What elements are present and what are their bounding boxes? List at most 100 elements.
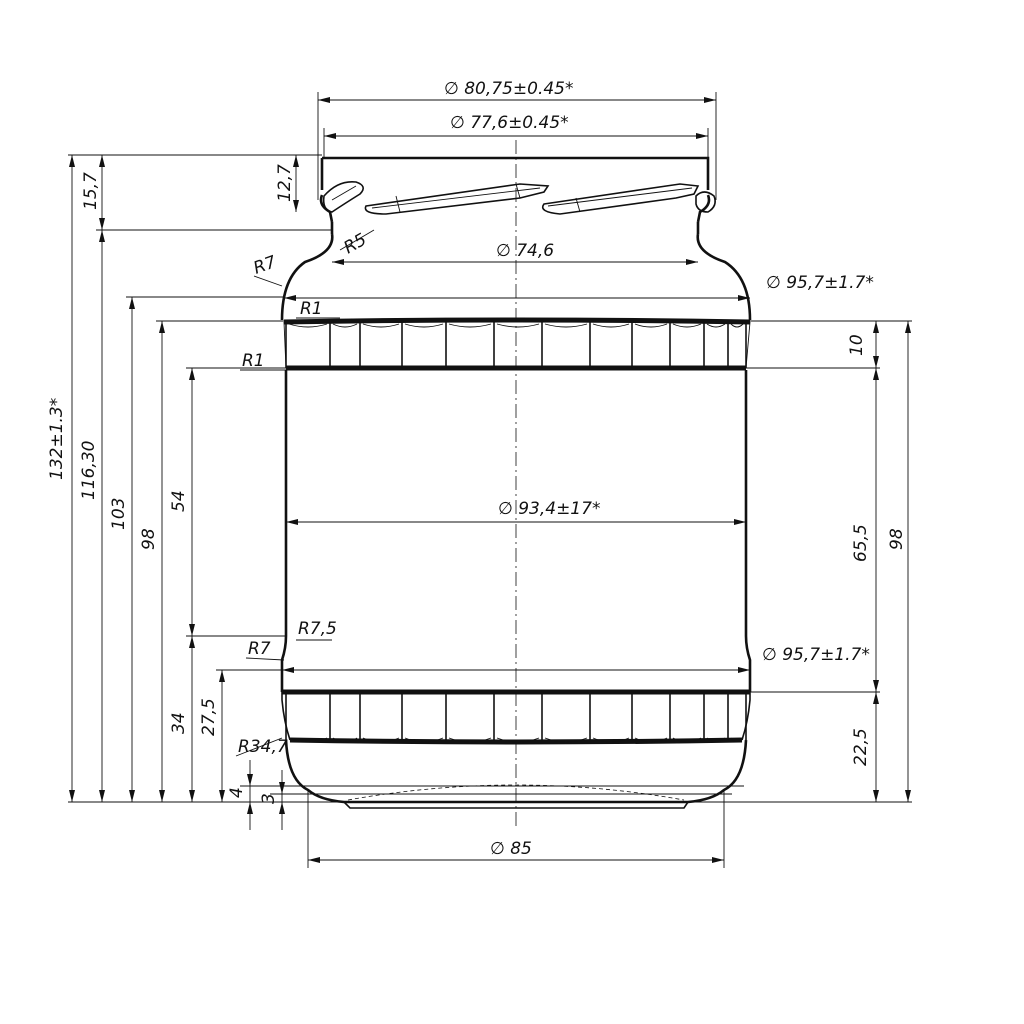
dim-height-total: 132±1.3* <box>47 398 67 480</box>
upper-band-scallop <box>706 323 726 328</box>
dim-height-103: 103 <box>109 498 129 530</box>
arrowhead <box>189 624 195 636</box>
arrowhead <box>159 790 165 802</box>
radius-top-band: R1 <box>300 299 323 319</box>
upper-band-scallop <box>404 323 444 328</box>
upper-band <box>283 317 751 371</box>
arrowhead <box>129 297 135 309</box>
dim-finish-height: 15,7 <box>81 172 101 210</box>
arrowhead <box>293 155 299 167</box>
arrowhead <box>332 259 344 265</box>
arrowhead <box>99 155 105 167</box>
dim-thread-diameter: ∅ 77,6±0.45* <box>450 113 569 133</box>
arrowhead <box>159 321 165 333</box>
lower-band-scallop <box>706 737 726 743</box>
dim-thread-height: 12,7 <box>275 164 295 202</box>
dim-height-98-right: 98 <box>887 528 907 550</box>
upper-band-scallop <box>288 323 328 328</box>
radius-neck: R5 <box>341 230 371 259</box>
lower-band-scallop <box>496 737 540 743</box>
arrowhead <box>69 790 75 802</box>
upper-band-scallop <box>672 323 702 328</box>
dim-outer-finish: ∅ 80,75±0.45* <box>444 79 573 99</box>
lower-band-scallop <box>592 737 630 743</box>
arrowhead <box>686 259 698 265</box>
lower-band-scallop <box>362 737 400 743</box>
lower-band-scallop <box>730 737 744 743</box>
arrowhead <box>219 790 225 802</box>
arrowhead <box>99 790 105 802</box>
dim-band-top: 10 <box>847 334 867 356</box>
arrowhead <box>738 667 750 673</box>
lower-band-scallop <box>672 737 702 743</box>
radius-leaders <box>235 229 375 757</box>
upper-band-scallop <box>332 323 358 328</box>
arrowhead <box>282 667 294 673</box>
arrowhead <box>696 133 708 139</box>
arrowhead <box>873 692 879 704</box>
dim-height-3: 3 <box>259 793 279 804</box>
arrowhead <box>286 519 298 525</box>
dim-shoulder-top: ∅ 95,7±1.7* <box>766 273 874 293</box>
radius-lower-shoulder: R7 <box>248 639 271 659</box>
arrowhead <box>69 155 75 167</box>
arrowhead <box>293 200 299 212</box>
upper-band-scallop <box>592 323 630 328</box>
radius-shoulder: R7 <box>251 252 279 279</box>
dim-height-4: 4 <box>227 787 247 798</box>
arrowhead <box>308 857 320 863</box>
arrowhead <box>734 519 746 525</box>
arrowhead <box>219 670 225 682</box>
radius-lower-panel: R7,5 <box>298 619 337 639</box>
lower-band-scallop <box>448 737 492 743</box>
thread-lugs <box>322 180 716 215</box>
dim-height-98-left: 98 <box>139 528 159 550</box>
arrowhead <box>324 133 336 139</box>
dim-height-27: 27,5 <box>199 698 219 736</box>
arrowhead <box>873 321 879 333</box>
lower-band-scallop <box>288 737 328 743</box>
arrowhead <box>247 802 253 814</box>
arrowhead <box>738 295 750 301</box>
upper-band-scallop <box>544 323 588 328</box>
lower-band-scallop <box>544 737 588 743</box>
dim-neck-diameter: ∅ 74,6 <box>496 241 554 261</box>
dim-shoulder-bottom: ∅ 95,7±1.7* <box>762 645 870 665</box>
jar-outline <box>280 156 752 809</box>
upper-band-scallop <box>448 323 492 328</box>
dim-body-diameter: ∅ 93,4±17* <box>498 499 600 519</box>
dim-height-34: 34 <box>169 712 189 734</box>
arrowhead <box>99 218 105 230</box>
arrowhead <box>873 680 879 692</box>
arrowhead <box>873 790 879 802</box>
arrowhead <box>905 321 911 333</box>
arrowhead <box>99 230 105 242</box>
arrowhead <box>318 97 330 103</box>
arrowhead <box>247 774 253 786</box>
radius-heel: R34,7 <box>238 737 288 757</box>
arrowhead <box>279 802 285 814</box>
arrowhead <box>284 295 296 301</box>
extension-lines <box>68 92 912 868</box>
dim-band-bottom: 22,5 <box>851 728 871 766</box>
dim-height-54: 54 <box>169 490 189 512</box>
upper-band-scallop <box>634 323 668 328</box>
arrowhead <box>189 636 195 648</box>
arrowhead <box>873 368 879 380</box>
upper-band-scallop <box>362 323 400 328</box>
arrowhead <box>189 790 195 802</box>
dim-label-panel: 65,5 <box>851 524 871 562</box>
arrowhead <box>129 790 135 802</box>
dim-height-116: 116,30 <box>79 441 99 500</box>
radius-mid-band: R1 <box>242 351 265 371</box>
upper-band-scallop <box>730 323 744 328</box>
lower-band-scallop <box>634 737 668 743</box>
arrowhead <box>905 790 911 802</box>
upper-band-scallop <box>496 323 540 328</box>
arrowhead <box>712 857 724 863</box>
arrowhead <box>873 356 879 368</box>
arrowhead <box>704 97 716 103</box>
dim-base-diameter: ∅ 85 <box>490 839 532 859</box>
lower-band-scallop <box>332 737 358 743</box>
